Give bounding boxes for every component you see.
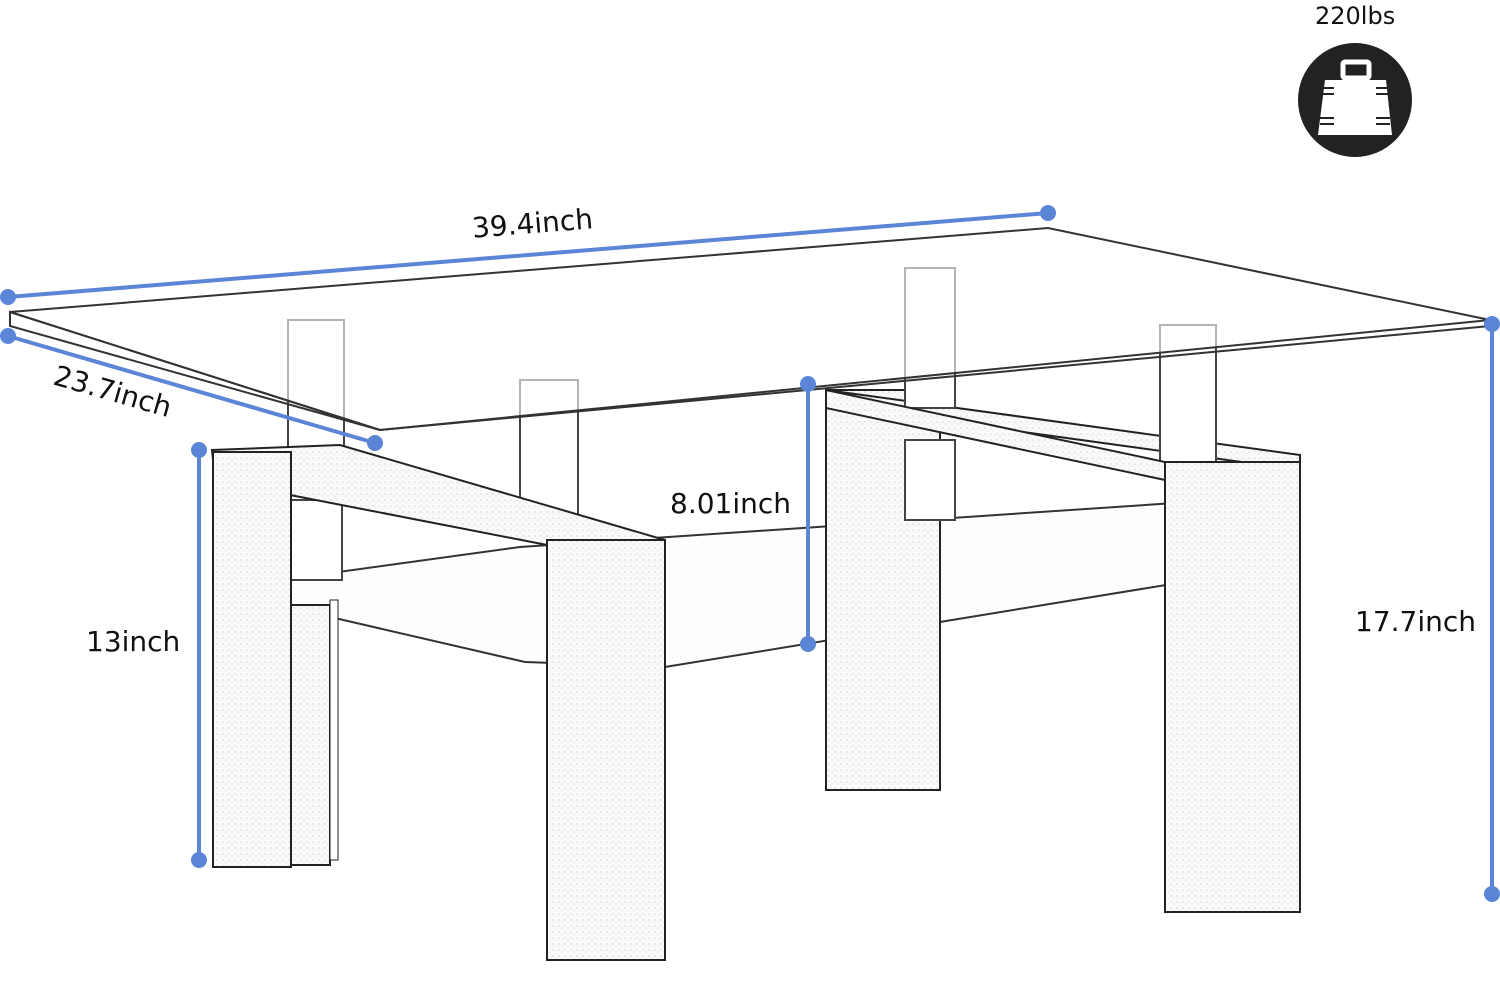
height-label: 17.7inch xyxy=(1355,605,1477,638)
front-right-frame xyxy=(825,388,1301,913)
load-capacity-label: 220lbs xyxy=(1315,2,1396,30)
weight-icon xyxy=(1298,43,1412,157)
leg-height-label: 13inch xyxy=(86,625,181,658)
front-left-frame xyxy=(210,443,666,961)
glass-top xyxy=(9,226,1491,432)
dimension-lines xyxy=(0,205,1500,902)
shelf-clearance-label: 8.01inch xyxy=(670,487,792,520)
lower-shelf xyxy=(221,501,1180,669)
